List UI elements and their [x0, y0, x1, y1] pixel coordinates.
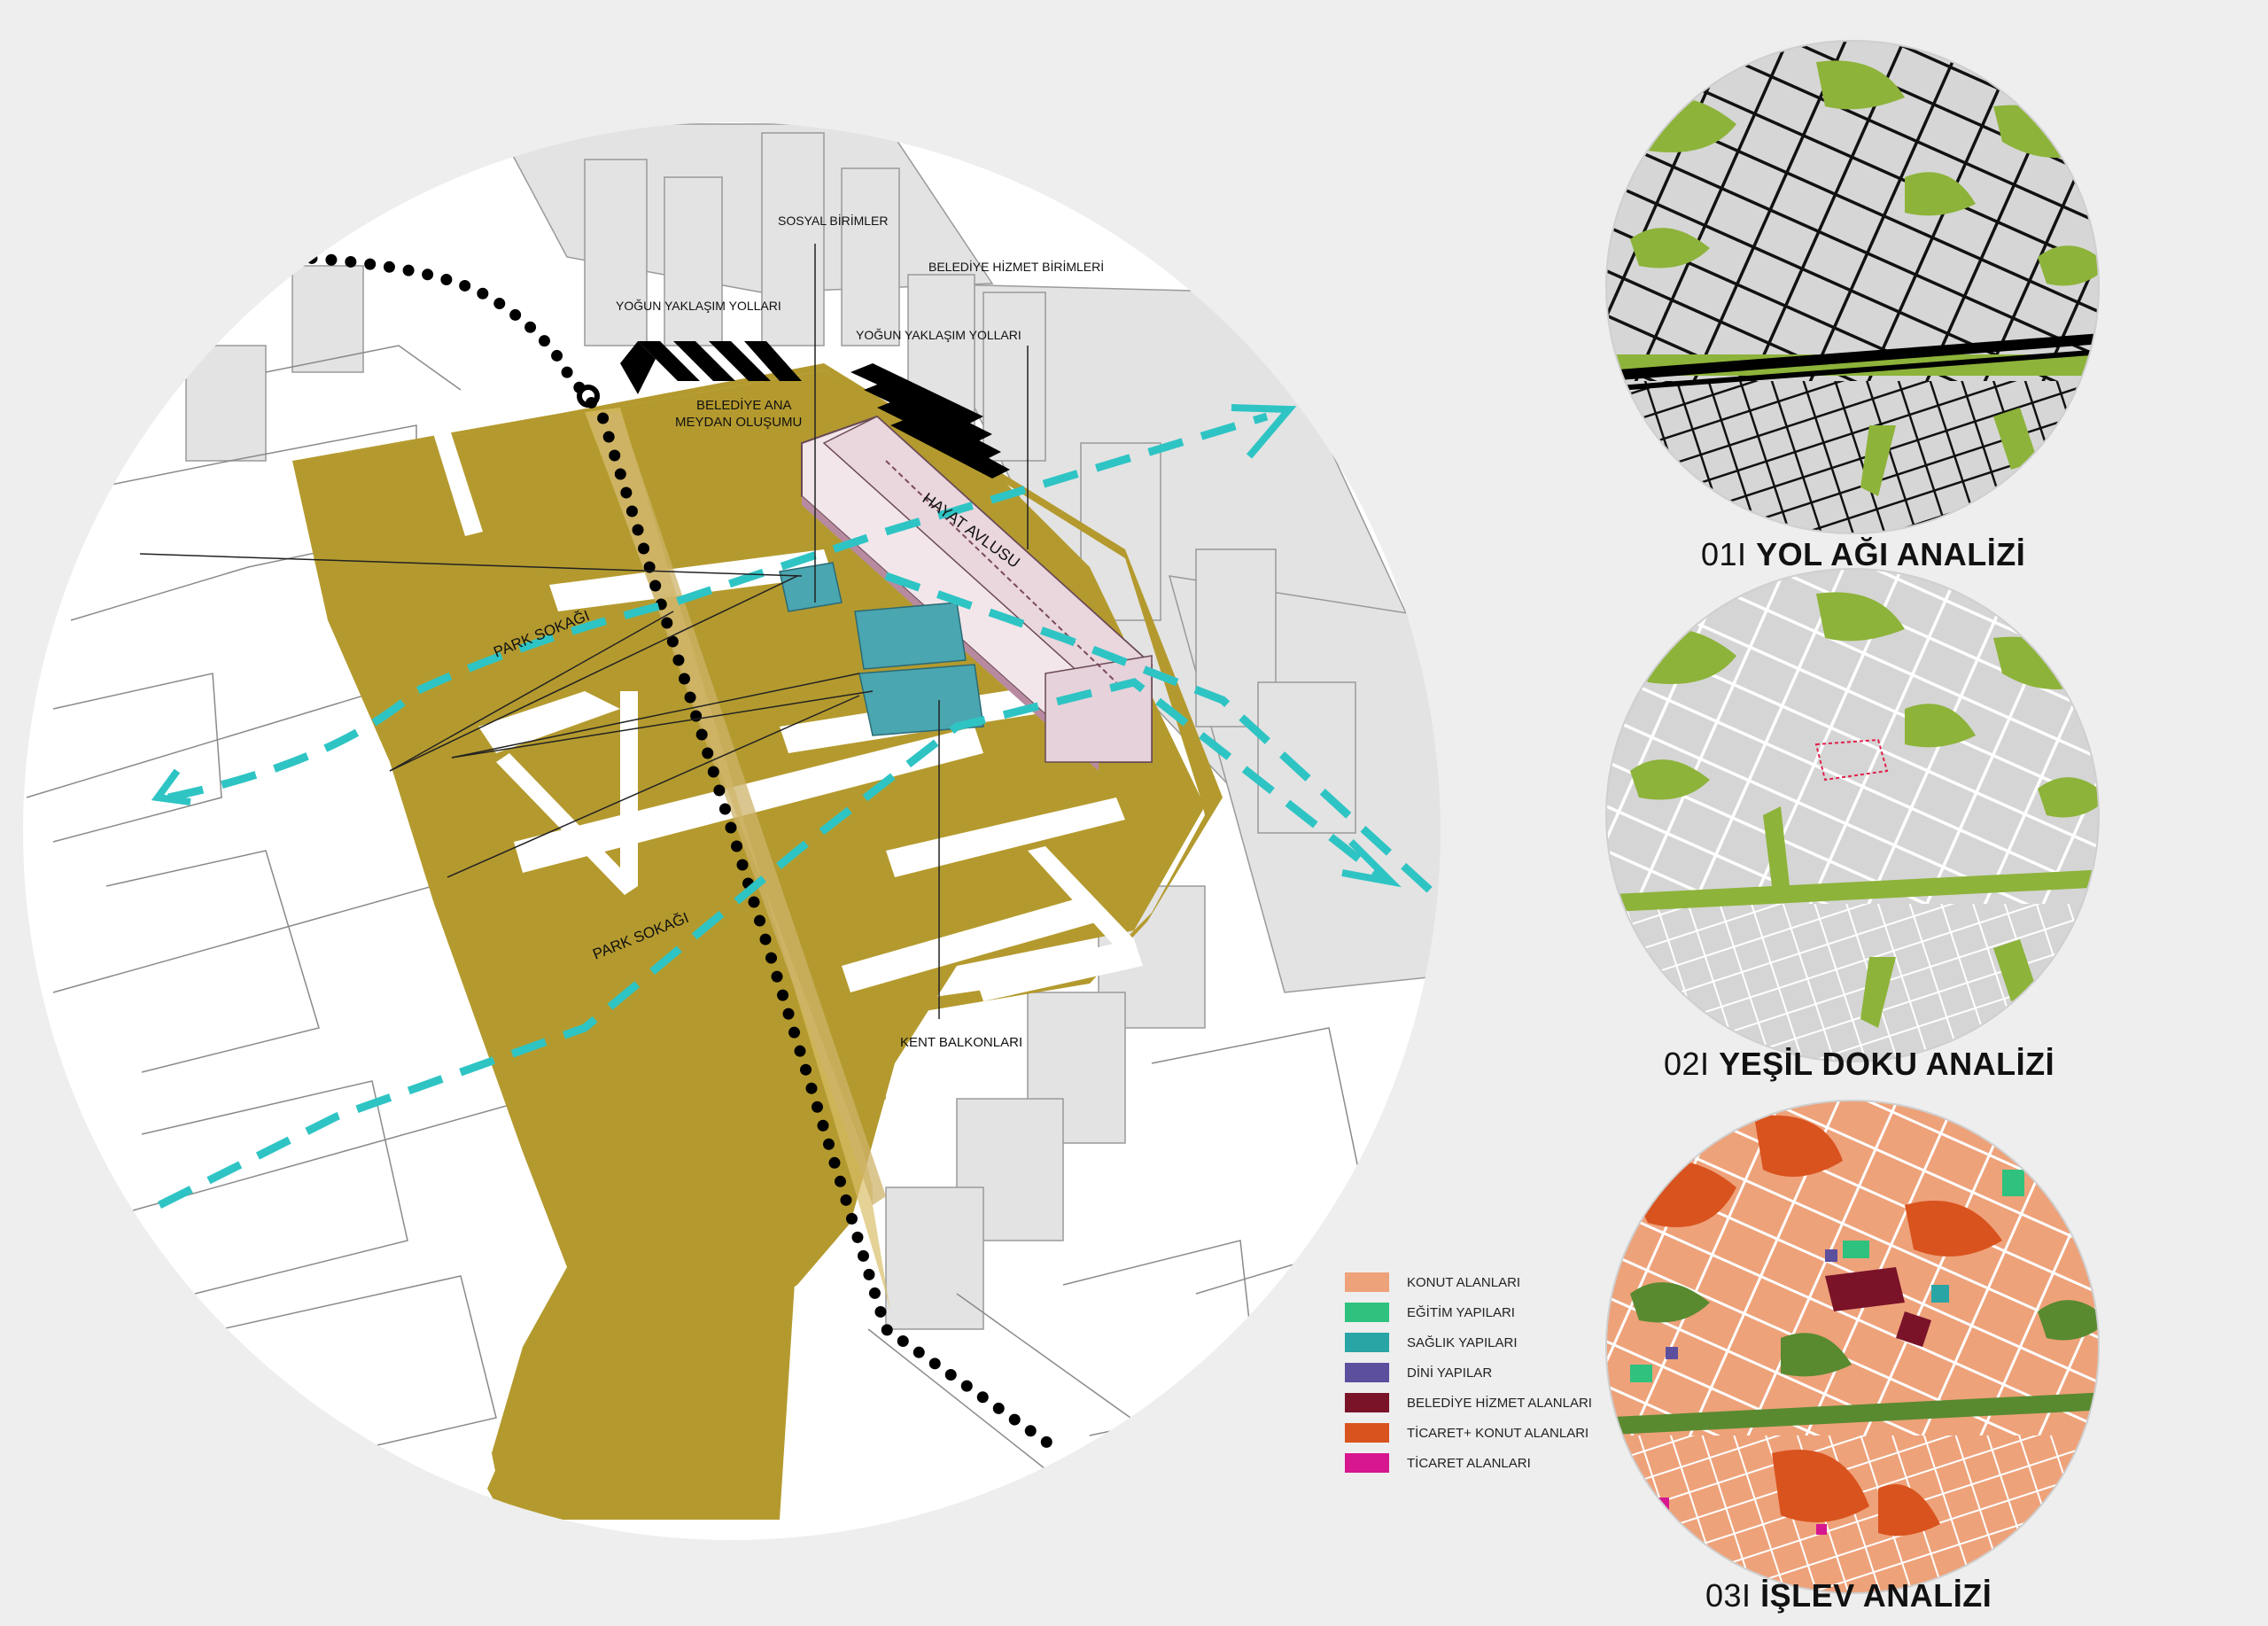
analysis-label: İŞLEV ANALİZİ — [1760, 1577, 1992, 1614]
land-use-legend: KONUT ALANLARI EĞİTİM YAPILARI SAĞLIK YA… — [1345, 1267, 1592, 1478]
analysis-title-road: 01I YOL AĞI ANALİZİ — [1701, 536, 2025, 573]
yellow-axis-strip — [588, 412, 886, 1205]
legend-swatch — [1345, 1333, 1389, 1352]
green-fabric-map — [1606, 569, 2099, 1062]
teal-buildings — [779, 562, 984, 736]
cyan-axes — [157, 412, 1439, 1210]
legend-item: SAĞLIK YAPILARI — [1345, 1327, 1592, 1358]
legend-item: TİCARET ALANLARI — [1345, 1448, 1592, 1478]
analysis-label: YOL AĞI ANALİZİ — [1756, 536, 2026, 572]
axis-arrowheads — [151, 404, 1402, 888]
legend-item: DİNİ YAPILAR — [1345, 1358, 1592, 1388]
analysis-number: 01I — [1701, 536, 1747, 572]
legend-label: DİNİ YAPILAR — [1407, 1365, 1493, 1381]
road-network-map — [1606, 41, 2099, 533]
legend-swatch — [1345, 1453, 1389, 1473]
label-sosyal-birimler: SOSYAL BİRİMLER — [778, 213, 888, 228]
label-belediye-ana-1: BELEDİYE ANA — [696, 397, 792, 413]
approach-arrows — [620, 341, 1010, 478]
label-belediye-ana-2: MEYDAN OLUŞUMU — [675, 415, 802, 430]
analysis-title-function: 03I İŞLEV ANALİZİ — [1705, 1577, 1992, 1614]
analysis-number: 03I — [1705, 1577, 1751, 1614]
label-yogun-yaklasim-2: YOĞUN YAKLAŞIM YOLLARI — [856, 328, 1021, 342]
legend-item: BELEDİYE HİZMET ALANLARI — [1345, 1388, 1592, 1418]
label-kent-balkonlari: KENT BALKONLARI — [900, 1035, 1022, 1050]
analysis-number: 02I — [1664, 1046, 1710, 1082]
legend-label: TİCARET+ KONUT ALANLARI — [1407, 1425, 1589, 1441]
legend-swatch — [1345, 1423, 1389, 1443]
analysis-label: YEŞİL DOKU ANALİZİ — [1719, 1046, 2055, 1082]
analysis-title-green: 02I YEŞİL DOKU ANALİZİ — [1664, 1046, 2054, 1083]
label-yogun-yaklasim-1: YOĞUN YAKLAŞIM YOLLARI — [616, 299, 781, 313]
legend-label: SAĞLIK YAPILARI — [1407, 1334, 1518, 1350]
legend-swatch — [1345, 1303, 1389, 1322]
legend-swatch — [1345, 1393, 1389, 1412]
pedestrian-route — [286, 251, 1056, 1451]
legend-item: EĞİTİM YAPILARI — [1345, 1297, 1592, 1327]
leader-lines — [139, 244, 1029, 1019]
legend-swatch — [1345, 1363, 1389, 1382]
label-belediye-hizmet-birimleri: BELEDİYE HİZMET BİRİMLERİ — [928, 259, 1104, 274]
legend-label: BELEDİYE HİZMET ALANLARI — [1407, 1395, 1592, 1411]
legend-label: TİCARET ALANLARI — [1407, 1455, 1531, 1471]
legend-item: KONUT ALANLARI — [1345, 1267, 1592, 1297]
legend-label: EĞİTİM YAPILARI — [1407, 1304, 1515, 1320]
legend-label: KONUT ALANLARI — [1407, 1274, 1521, 1290]
land-use-map — [1606, 1101, 2099, 1593]
legend-item: TİCARET+ KONUT ALANLARI — [1345, 1418, 1592, 1448]
legend-swatch — [1345, 1272, 1389, 1292]
